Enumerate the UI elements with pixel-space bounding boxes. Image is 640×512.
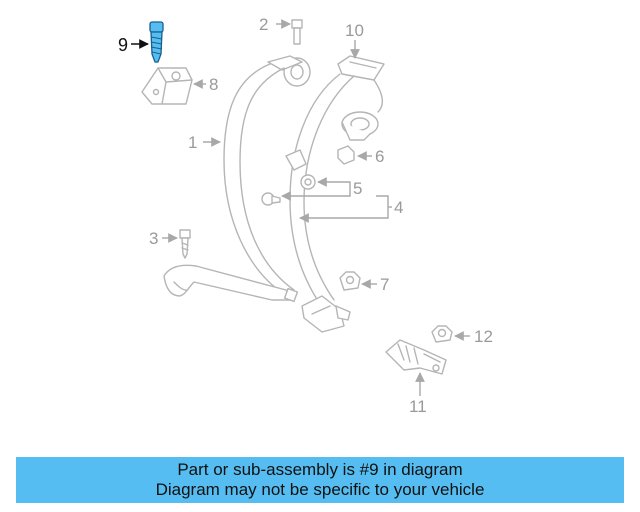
bolt-part-2 bbox=[291, 19, 303, 45]
callout-part-3: 3 bbox=[149, 229, 158, 248]
bolt-part-9[interactable] bbox=[149, 21, 164, 63]
banner-line-1: Part or sub-assembly is #9 in diagram bbox=[177, 460, 463, 479]
banner-line-2: Diagram may not be specific to your vehi… bbox=[155, 480, 485, 499]
callout-part-10: 10 bbox=[345, 21, 364, 40]
leader-part-4 bbox=[299, 195, 389, 223]
callout-part-2: 2 bbox=[259, 15, 268, 34]
callout-part-6: 6 bbox=[375, 147, 384, 166]
callout-part-1: 1 bbox=[188, 133, 197, 152]
clips-part-5 bbox=[261, 174, 316, 206]
belt-assembly-part-1 bbox=[163, 55, 311, 303]
cap-part-6 bbox=[337, 145, 355, 165]
leader-part-5 bbox=[317, 177, 351, 188]
callout-part-11: 11 bbox=[409, 397, 427, 416]
callout-part-8: 8 bbox=[209, 75, 218, 94]
parts-diagram: 9 8 2 1 bbox=[118, 15, 493, 416]
anchor-bracket-part-8 bbox=[141, 67, 193, 105]
callout-part-4: 4 bbox=[394, 198, 403, 217]
callout-part-7: 7 bbox=[380, 275, 389, 294]
retractor-part-10 bbox=[285, 55, 385, 333]
nut-part-12 bbox=[431, 325, 453, 343]
buckle-bracket-part-11 bbox=[385, 339, 447, 375]
nut-part-7 bbox=[339, 271, 361, 291]
callout-part-9: 9 bbox=[118, 35, 128, 55]
callout-part-5: 5 bbox=[353, 179, 362, 198]
callout-part-12: 12 bbox=[474, 327, 493, 346]
screw-part-3 bbox=[179, 229, 191, 259]
info-banner: Part or sub-assembly is #9 in diagram Di… bbox=[16, 457, 624, 503]
